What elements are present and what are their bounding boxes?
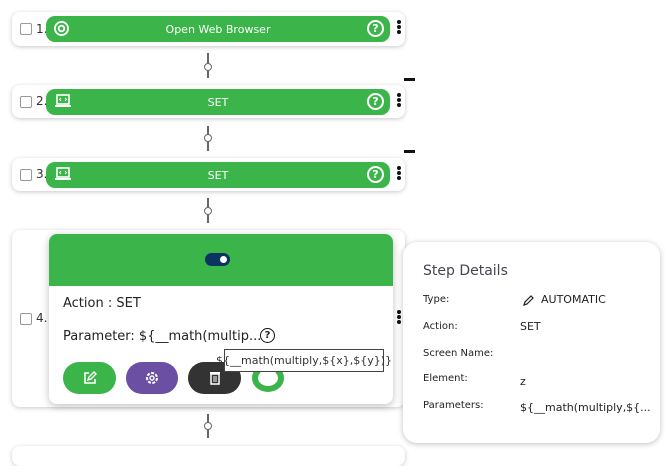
collapse-icon[interactable] (404, 150, 415, 153)
more-menu-icon[interactable] (397, 166, 401, 181)
step-checkbox[interactable] (20, 23, 32, 35)
step-bar[interactable]: Open Web Browser ? (46, 16, 390, 42)
status-circle-icon (252, 364, 284, 392)
laptop-code-icon (54, 167, 72, 185)
step-label: Open Web Browser (165, 22, 271, 36)
element-label: Element: (423, 373, 468, 384)
step-popup: Action : SET Parameter: ${__math(multip.… (49, 234, 393, 404)
parameter-text: Parameter: ${__math(multip... (63, 329, 262, 344)
gear-icon (146, 372, 158, 384)
connector (204, 126, 212, 151)
step-number: 3. (36, 167, 48, 181)
parameter-tooltip: ${__math(multiply,${x},${y})} (216, 349, 392, 372)
step-checkbox[interactable] (20, 96, 32, 108)
edit-icon (83, 371, 97, 384)
action-text: Action : SET (63, 296, 141, 311)
details-title: Step Details (423, 263, 508, 279)
step-bar[interactable]: SET ? (46, 162, 390, 188)
collapse-icon[interactable] (404, 78, 415, 81)
step-label: SET (207, 95, 229, 109)
step-checkbox[interactable] (20, 169, 32, 181)
step-row-3: 3. SET ? (12, 158, 405, 191)
screen-name-label: Screen Name: (423, 348, 494, 359)
step-bar[interactable]: SET ? (46, 89, 390, 115)
action-label: Action: (423, 321, 458, 332)
more-menu-icon[interactable] (397, 93, 401, 108)
step-number: 4. (36, 311, 48, 325)
pencil-icon (523, 295, 534, 306)
step-details-panel: Step Details Type: AUTOMATIC Action: SET… (403, 242, 660, 443)
enable-toggle[interactable] (205, 253, 230, 266)
trash-icon (209, 372, 220, 385)
help-icon[interactable]: ? (367, 166, 384, 183)
action-value: SET (520, 320, 541, 333)
type-value: AUTOMATIC (541, 293, 606, 306)
chrome-icon (54, 21, 69, 39)
parameters-label: Parameters: (423, 400, 484, 411)
type-label: Type: (423, 294, 450, 305)
help-icon[interactable]: ? (367, 93, 384, 110)
step-label: SET (207, 168, 229, 182)
edit-button[interactable] (63, 362, 116, 394)
more-menu-icon[interactable] (397, 310, 401, 325)
step-checkbox[interactable] (20, 313, 32, 325)
help-icon[interactable]: ? (367, 20, 384, 37)
step-row-2: 2. SET ? (12, 85, 405, 118)
step-row-1: 1. Open Web Browser ? (12, 12, 405, 46)
laptop-code-icon (54, 94, 72, 112)
help-icon[interactable]: ? (260, 328, 275, 343)
step-row-5 (12, 446, 405, 466)
more-menu-icon[interactable] (397, 20, 401, 35)
connector (204, 414, 212, 438)
step-number: 1. (36, 22, 48, 36)
settings-button[interactable] (126, 362, 178, 394)
step-number: 2. (36, 94, 48, 108)
element-value: z (520, 375, 526, 388)
connector (204, 53, 212, 78)
connector (204, 198, 212, 223)
parameters-value: ${__math(multiply,${... (520, 401, 651, 414)
